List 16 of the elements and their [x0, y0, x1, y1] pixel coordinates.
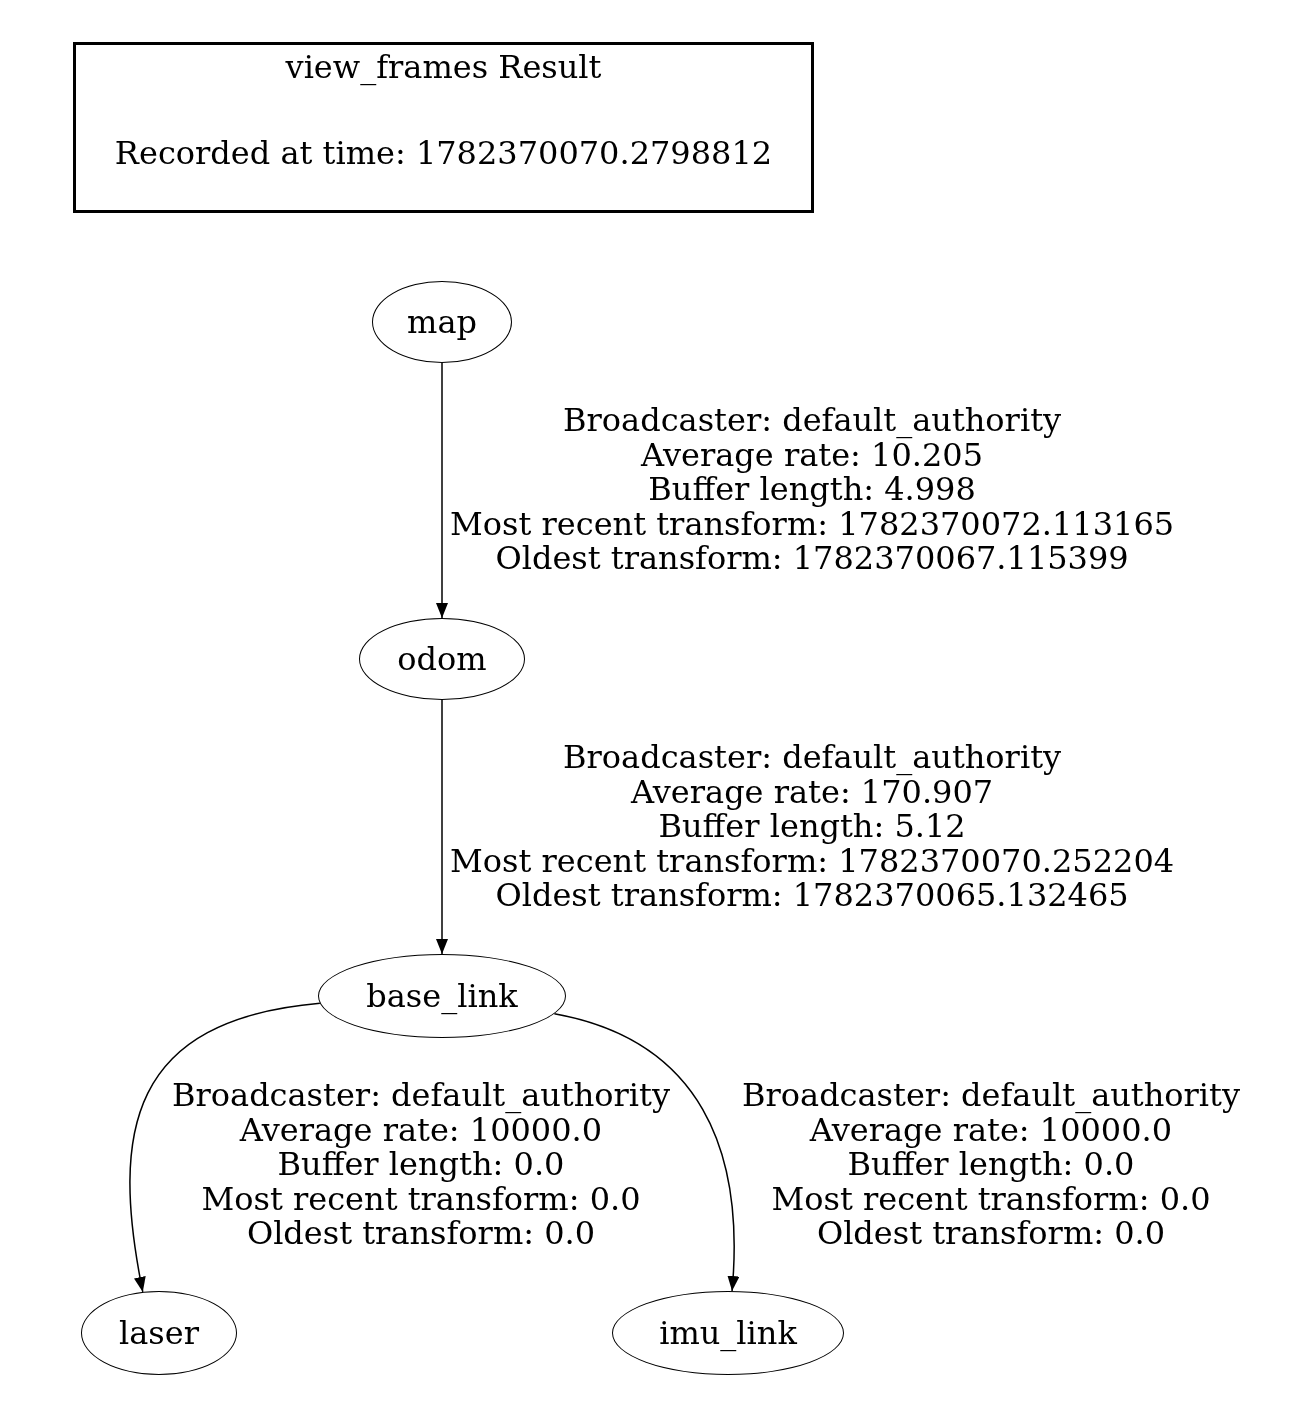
arrow — [129, 1002, 321, 1293]
arrow — [436, 362, 448, 619]
header-box — [73, 42, 814, 213]
edge-label: Broadcaster: default_authority Average rate: 10.205 Buffer length: 4.998 Most recent transform: 1782370072.113165 Oldest transform: 1782370067.115399 — [450, 403, 1175, 576]
frame-name: base_link — [366, 978, 518, 1014]
frame-name: odom — [397, 641, 487, 677]
edge-label: Broadcaster: default_authority Average rate: 170.907 Buffer length: 5.12 Most recent transform: 1782370070.252204 Oldest transform: 1782370065.132465 — [450, 740, 1175, 913]
frame-name: laser — [119, 1315, 199, 1351]
edge-label: Broadcaster: default_authority Average rate: 10000.0 Buffer length: 0.0 Most recent transform: 0.0 Oldest transform: 0.0 — [172, 1078, 670, 1251]
box-text: Recorded at time: 1782370070.2798812 — [114, 135, 773, 170]
arrow — [553, 1013, 739, 1292]
frame-name: imu_link — [659, 1315, 797, 1351]
box-heading: view_frames Result — [285, 50, 602, 85]
arrow — [436, 699, 448, 955]
frame-name: map — [407, 304, 477, 340]
edge-label: Broadcaster: default_authority Average rate: 10000.0 Buffer length: 0.0 Most recent transform: 0.0 Oldest transform: 0.0 — [742, 1078, 1240, 1251]
